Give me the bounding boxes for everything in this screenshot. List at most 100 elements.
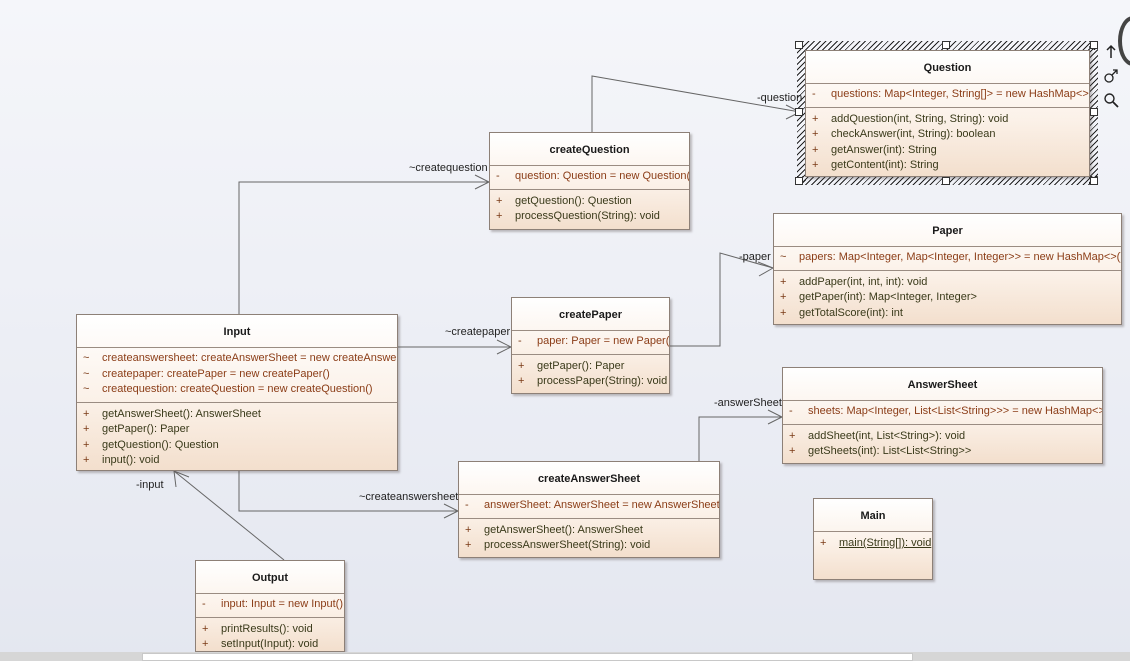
operation-row[interactable]: +getContent(int): String (806, 158, 1089, 174)
operation-text: getTotalScore(int): int (799, 306, 903, 319)
operation-compartment: +addSheet(int, List<String>): void +getS… (783, 425, 1102, 462)
visibility-marker: + (518, 375, 525, 387)
attribute-row[interactable]: ~createpaper: createPaper = new createPa… (77, 367, 397, 383)
assoc-label-question[interactable]: -question (757, 92, 803, 104)
resize-handle[interactable] (795, 41, 803, 49)
attribute-compartment: ~ createanswersheet: createAnswerSheet = … (77, 348, 397, 403)
resize-handle[interactable] (1090, 108, 1098, 116)
operation-row[interactable]: +addPaper(int, int, int): void (774, 275, 1121, 291)
visibility-marker: + (780, 306, 787, 319)
arrow-up-icon[interactable] (1103, 44, 1119, 60)
resize-handle[interactable] (1090, 41, 1098, 49)
attribute-row[interactable]: ~createanswersheet: createAnswerSheet = … (77, 351, 397, 367)
class-createquestion[interactable]: createQuestion -question: Question = new… (489, 132, 690, 230)
operation-text: getSheets(int): List<List<String>> (808, 445, 972, 457)
class-main[interactable]: Main +main(String[]): void (813, 498, 933, 580)
class-input[interactable]: Input ~createanswersheet: createAnswerSh… (76, 314, 398, 471)
operation-compartment: +getQuestion(): Question +processQuestio… (490, 190, 689, 227)
attribute-text: createpaper: createPaper = new createPap… (102, 367, 330, 380)
attribute-row[interactable]: -questions: Map<Integer, String[]> = new… (806, 87, 1089, 103)
operation-row[interactable]: +getAnswerSheet(): AnswerSheet (459, 523, 719, 539)
operation-row[interactable]: +getPaper(int): Map<Integer, Integer> (774, 290, 1121, 306)
class-createpaper[interactable]: createPaper -paper: Paper = new Paper() … (511, 297, 670, 394)
resize-handle[interactable] (942, 41, 950, 49)
attribute-row[interactable]: -sheets: Map<Integer, List<List<String>>… (783, 404, 1102, 420)
operation-row[interactable]: +addQuestion(int, String, String): void (806, 112, 1089, 128)
attribute-row[interactable]: -paper: Paper = new Paper() (512, 334, 669, 350)
class-answersheet[interactable]: AnswerSheet -sheets: Map<Integer, List<L… (782, 367, 1103, 464)
assoc-label-answersheet[interactable]: -answerSheet (714, 397, 782, 409)
scrollbar-thumb[interactable] (142, 653, 913, 661)
operation-row[interactable]: +main(String[]): void (814, 536, 932, 552)
operation-row[interactable]: +getQuestion(): Question (490, 194, 689, 210)
operation-compartment: +printResults(): void + setInput(Input): … (196, 618, 344, 655)
assoc-label-paper[interactable]: -paper (739, 251, 771, 263)
visibility-marker: + (83, 454, 90, 466)
partial-shape-edge (1118, 16, 1130, 66)
operation-text: setInput(Input): void (221, 638, 319, 650)
operation-row[interactable]: +checkAnswer(int, String): boolean (806, 127, 1089, 143)
class-name: Main (814, 499, 932, 532)
operation-row[interactable]: + getPaper(): Paper (77, 422, 397, 438)
operation-text: getAnswerSheet(): AnswerSheet (102, 407, 261, 420)
operation-row[interactable]: +getAnswer(int): String (806, 143, 1089, 159)
attribute-row[interactable]: ~papers: Map<Integer, Map<Integer, Integ… (774, 250, 1121, 266)
visibility-marker: + (202, 638, 209, 650)
attribute-text: createquestion: createQuestion = new cre… (102, 383, 373, 395)
attribute-text: createanswersheet: createAnswerSheet = n… (102, 352, 397, 364)
attribute-row[interactable]: -input: Input = new Input() (196, 597, 344, 613)
operation-row[interactable]: +addSheet(int, List<String>): void (783, 429, 1102, 445)
operation-text: getPaper(): Paper (102, 423, 190, 435)
resize-handle[interactable] (795, 108, 803, 116)
operation-row[interactable]: +processAnswerSheet(String): void (459, 538, 719, 554)
operation-row[interactable]: +getQuestion(): Question (77, 438, 397, 454)
visibility-marker: + (496, 210, 503, 222)
resize-handle[interactable] (942, 177, 950, 185)
assoc-label-createpaper[interactable]: ~createpaper (445, 326, 511, 338)
resize-handle[interactable] (1090, 177, 1098, 185)
visibility-marker: - (789, 405, 793, 417)
visibility-marker: ~ (83, 383, 90, 395)
class-paper[interactable]: Paper ~papers: Map<Integer, Map<Integer,… (773, 213, 1122, 325)
attribute-compartment: -paper: Paper = new Paper() (512, 331, 669, 355)
operation-text: input(): void (102, 454, 160, 466)
class-name: Question (806, 51, 1089, 84)
operation-text: processAnswerSheet(String): void (484, 539, 651, 551)
operation-row[interactable]: +printResults(): void (196, 622, 344, 638)
class-createanswersheet[interactable]: createAnswerSheet -answerSheet: AnswerSh… (458, 461, 720, 558)
horizontal-scrollbar[interactable] (0, 652, 1130, 661)
class-output[interactable]: Output -input: Input = new Input() +prin… (195, 560, 345, 652)
operation-row[interactable]: +getAnswerSheet(): AnswerSheet (77, 407, 397, 423)
attribute-row[interactable]: -answerSheet: AnswerSheet = new AnswerSh… (459, 498, 719, 514)
attribute-text: paper: Paper = new Paper() (537, 335, 669, 347)
resize-handle[interactable] (795, 177, 803, 185)
class-question[interactable]: Question -questions: Map<Integer, String… (805, 50, 1090, 177)
visibility-marker: + (820, 537, 827, 549)
attribute-row[interactable]: -question: Question = new Question() (490, 169, 689, 185)
operation-row[interactable]: +getPaper(): Paper (512, 359, 669, 375)
visibility-marker: + (83, 423, 90, 435)
class-name: AnswerSheet (783, 368, 1102, 401)
attribute-row[interactable]: ~ createquestion: createQuestion = new cr… (77, 382, 397, 398)
attribute-compartment: -question: Question = new Question() (490, 166, 689, 190)
visibility-marker: + (465, 523, 472, 536)
visibility-marker: + (83, 438, 90, 451)
attribute-text: answerSheet: AnswerSheet = new AnswerShe… (484, 499, 719, 511)
search-icon[interactable] (1103, 92, 1119, 108)
operation-row[interactable]: +processPaper(String): void (512, 374, 669, 390)
operation-row[interactable]: +getSheets(int): List<List<String>> (783, 444, 1102, 460)
attribute-text: input: Input = new Input() (221, 598, 343, 610)
operation-row[interactable]: + input(): void (77, 453, 397, 469)
assoc-label-createquestion[interactable]: ~createquestion (409, 162, 488, 174)
assoc-label-input[interactable]: -input (136, 479, 164, 491)
operation-row[interactable]: + getTotalScore(int): int (774, 306, 1121, 322)
operation-row[interactable]: + setInput(Input): void (196, 637, 344, 653)
visibility-marker: + (202, 622, 209, 635)
operation-compartment: +getAnswerSheet(): AnswerSheet +processA… (459, 519, 719, 556)
link-icon[interactable] (1103, 68, 1119, 84)
operation-row[interactable]: +processQuestion(String): void (490, 209, 689, 225)
operation-text: getPaper(int): Map<Integer, Integer> (799, 291, 977, 303)
assoc-label-createanswersheet[interactable]: ~createanswersheet (359, 491, 459, 503)
visibility-marker: + (812, 128, 819, 140)
